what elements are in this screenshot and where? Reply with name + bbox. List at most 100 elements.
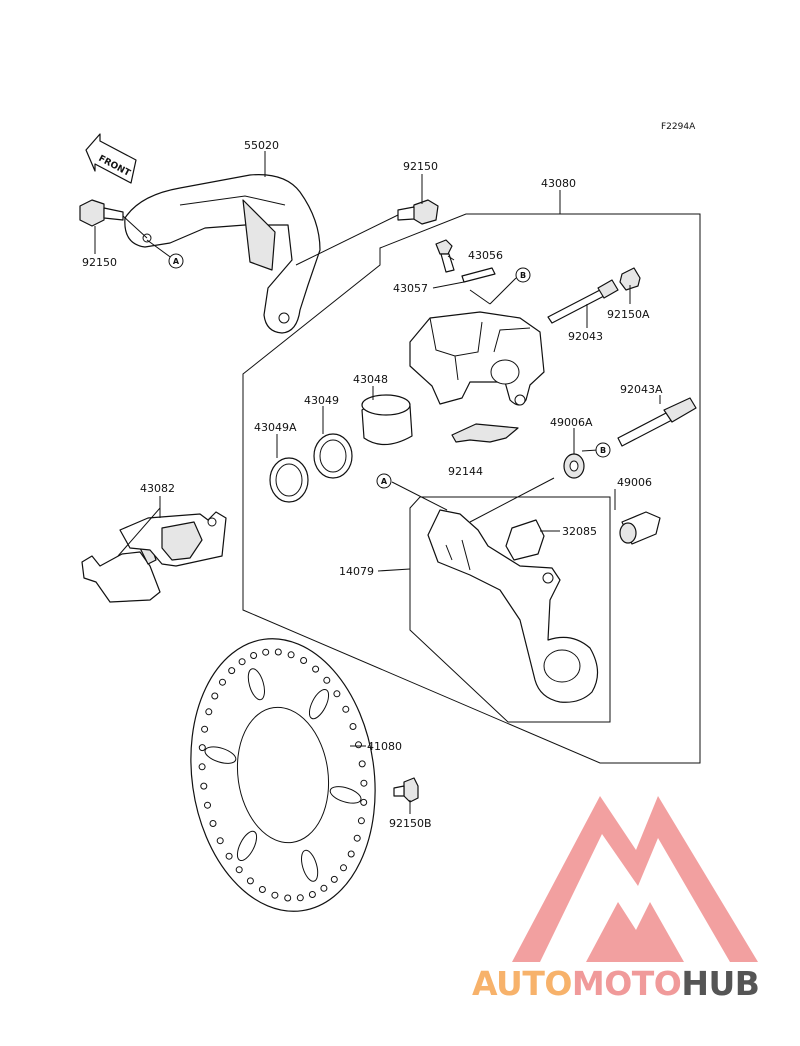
disc-mount-slot: [204, 746, 237, 764]
disc-vent-hole: [235, 866, 243, 874]
leader-bolt-to-guard: [122, 215, 148, 239]
disc-vent-hole: [360, 798, 368, 806]
disc-vent-hole: [216, 837, 224, 845]
callout-letter: B: [600, 446, 606, 455]
seal-inner: [319, 439, 347, 473]
disc-vent-hole: [347, 850, 355, 858]
disc-mount-slot: [308, 688, 330, 720]
brake-pad-outer: [81, 551, 161, 603]
brake-disc-vent-holes: [198, 648, 368, 902]
disc-vent-hole: [353, 834, 361, 842]
label-43082: 43082: [140, 482, 175, 495]
label-49006A: 49006A: [550, 416, 593, 429]
watermark-word-auto: AUTO: [472, 964, 572, 1003]
disc-vent-hole: [360, 779, 368, 787]
leader-lines: [94, 151, 661, 814]
slide-pin-shaft: [547, 289, 605, 324]
caliper-guard-rib: [179, 195, 286, 206]
bolt-92150-top: [397, 199, 439, 225]
label-43057: 43057: [393, 282, 428, 295]
label-92150A: 92150A: [607, 308, 650, 321]
boot-49006: [619, 511, 661, 545]
seal-43049: [313, 433, 353, 479]
label-14079: 14079: [339, 565, 374, 578]
piston-top: [361, 394, 411, 416]
caliper-bracket-pin-hole: [542, 572, 554, 584]
disc-vent-hole: [308, 891, 316, 898]
caliper-guard-shape: [124, 174, 321, 334]
disc-vent-hole: [330, 875, 338, 883]
callout-circle: [168, 253, 184, 269]
disc-vent-hole: [198, 744, 206, 752]
callout-B-upper: B: [515, 267, 531, 283]
watermark-word-hub: HUB: [681, 964, 759, 1003]
caliper-bracket-axle-hole: [543, 649, 581, 683]
callout-circle: [376, 473, 392, 489]
leader-43057: [432, 281, 465, 289]
callout-letter: A: [381, 477, 388, 486]
brake-disc-center: [236, 706, 330, 844]
slide-pin-head: [597, 279, 619, 299]
disc-vent-hole: [205, 708, 213, 716]
boot-49006A: [563, 453, 585, 479]
label-43049: 43049: [304, 394, 339, 407]
bolt-92150-left: [79, 199, 124, 227]
callout-leader: [146, 239, 174, 260]
brake-disc-mount-slots: [204, 668, 362, 882]
bolt-head: [411, 199, 439, 225]
caliper-assembly-outline: [242, 213, 701, 764]
part-labels: 55020 92150 92150 43080 43056 43057 9204…: [82, 139, 663, 830]
label-43049A: 43049A: [254, 421, 297, 434]
bleed-valve-43056: [435, 239, 455, 273]
label-55020: 55020: [244, 139, 279, 152]
leader-B-upper-a: [469, 289, 491, 305]
brake-disc-41080: [190, 638, 376, 912]
bolt-shank: [393, 785, 405, 797]
disc-vent-hole: [312, 665, 320, 673]
label-43080: 43080: [541, 177, 576, 190]
disc-vent-hole: [349, 723, 357, 730]
caliper-guard-cutout: [242, 199, 276, 271]
disc-vent-hole: [209, 820, 217, 827]
pad-spring-32085: [505, 519, 545, 561]
slide-pin-92043: [547, 279, 619, 324]
callout-A-upper: A: [146, 239, 184, 269]
watermark-word-moto: MOTO: [572, 964, 681, 1003]
bolt-92150B: [393, 777, 419, 803]
automotohub-watermark: AUTOMOTOHUB: [472, 796, 760, 1003]
disc-vent-hole: [342, 705, 350, 713]
callout-circle: [515, 267, 531, 283]
caliper-mount-hole: [514, 394, 526, 406]
label-32085: 32085: [562, 525, 597, 538]
disc-vent-hole: [300, 657, 308, 664]
disc-vent-hole: [250, 652, 258, 659]
bleed-cap-43057: [461, 267, 496, 283]
label-92043: 92043: [568, 330, 603, 343]
caliper-guard-hole-rear: [278, 312, 290, 324]
disc-mount-slot: [329, 786, 362, 804]
disc-vent-hole: [284, 894, 292, 902]
slide-pin-shaft: [617, 411, 673, 447]
disc-vent-hole: [358, 760, 366, 768]
label-92150-left: 92150: [82, 256, 117, 269]
caliper-body-shape: [409, 311, 545, 406]
disc-mount-slot: [247, 668, 265, 701]
callout-circle: [595, 442, 611, 458]
seal-inner: [275, 463, 303, 497]
label-92150-top: 92150: [403, 160, 438, 173]
disc-vent-hole: [274, 648, 282, 656]
label-92043A: 92043A: [620, 383, 663, 396]
label-49006: 49006: [617, 476, 652, 489]
boot-hole: [569, 460, 579, 472]
bracket-subassembly-outline: [409, 496, 611, 723]
seal-43049A: [269, 457, 309, 503]
caliper-bracket-edge: [445, 539, 471, 571]
label-43048: 43048: [353, 373, 388, 386]
disc-vent-hole: [228, 667, 236, 675]
watermark-wordmark: AUTOMOTOHUB: [472, 964, 759, 1003]
disc-vent-hole: [320, 884, 328, 892]
leader-43082-outer: [117, 507, 161, 557]
label-92150B: 92150B: [389, 817, 432, 830]
